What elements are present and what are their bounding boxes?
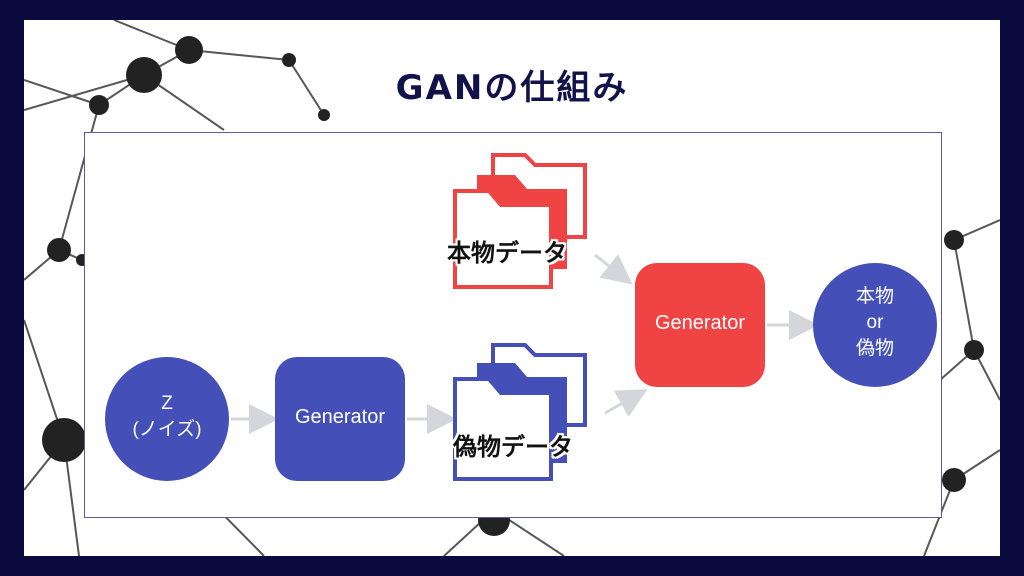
- real-data-folder-icon: [453, 153, 587, 289]
- slide-title: GANの仕組み: [395, 68, 629, 108]
- noise-z-node: [105, 357, 229, 481]
- fake-data-folder-icon: [453, 343, 587, 481]
- generator-node: [275, 357, 405, 481]
- diagram-panel: Z (ノイズ) Generator 偽物データ 本物データ Generator …: [84, 132, 942, 518]
- output-line1: 本物: [855, 286, 894, 307]
- arrow-real-to-discriminator: [594, 253, 633, 285]
- output-node: [813, 263, 937, 387]
- output-line2: or: [866, 312, 884, 333]
- generator-label: Generator: [294, 406, 386, 428]
- fake-data-label: 偽物データ: [453, 433, 573, 461]
- real-data-label: 本物データ: [447, 239, 567, 267]
- output-label: 本物 or 偽物: [813, 284, 937, 362]
- discriminator-label: Generator: [654, 312, 746, 334]
- noise-z-label: Z (ノイズ): [105, 391, 229, 443]
- noise-z-line2: (ノイズ): [132, 419, 202, 440]
- gan-diagram: [105, 153, 937, 481]
- output-line3: 偽物: [855, 338, 894, 359]
- noise-z-line1: Z: [161, 393, 173, 414]
- background-network-image: [24, 20, 1000, 556]
- arrow-fake-to-discriminator: [604, 389, 648, 417]
- slide: GANの仕組み: [24, 20, 1000, 556]
- discriminator-node: [635, 263, 765, 387]
